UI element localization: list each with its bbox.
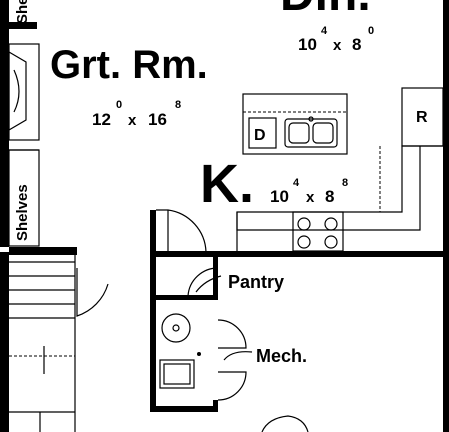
fireplace-flue [13,69,20,113]
sink [284,118,338,148]
closet-wall [150,210,156,251]
stairs [9,255,76,432]
dishwasher [248,117,277,149]
top-wall-stub [9,22,37,29]
dining-dim-height-sup: 0 [368,25,374,37]
burner-icon [297,217,311,231]
kitchen-island [242,93,348,155]
pantry-left-wall [150,251,156,411]
closet-door-swing [156,209,207,253]
stair-door-swing [76,268,109,317]
sink-basin-left [288,122,310,144]
fireplace-hearth [8,50,27,132]
great-room-dim-x: x [128,112,137,129]
pantry-right-wall [213,257,218,297]
water-heater [161,313,191,343]
mech-door-swing-bottom [217,371,247,401]
kitchen-label: K. [200,154,254,214]
water-heater-core [172,324,180,332]
refrigerator-label: R [416,109,428,126]
shelves-left-label: Shelves [14,184,31,241]
kitchen-counter [236,145,443,251]
burner-icon [324,217,338,231]
mech-label: Mech. [256,346,307,366]
mech-door-swing-top [217,319,247,349]
burner-icon [297,235,311,249]
bottom-room-label-fragment [261,415,309,432]
kitchen-partition-wall [150,251,443,257]
kitchen-dim-width: 10 [270,187,289,206]
furnace-inner [163,363,191,385]
pantry-arrow [195,275,222,293]
right-wall [443,0,449,432]
left-wall-lower [0,252,9,432]
kitchen-dim-height: 8 [325,187,334,206]
kitchen-dim-height-sup: 8 [342,177,348,189]
dining-label: Din. [280,0,371,21]
kitchen-dim-x: x [306,189,315,206]
range [292,211,344,252]
faucet-icon [308,116,314,122]
refrigerator [401,87,444,147]
great-room-label: Grt. Rm. [50,43,208,87]
furnace [159,359,195,389]
dishwasher-label: D [254,127,266,144]
sink-basin-right [312,122,334,144]
pantry-door-swing [187,267,219,297]
pantry-label: Pantry [228,272,284,292]
great-room-dim-height: 16 [148,110,167,129]
dining-dim-height: 8 [352,35,361,54]
dining-dim-width-sup: 4 [321,25,328,37]
great-room-dim-height-sup: 8 [175,99,181,111]
great-room-dim-width-sup: 0 [116,99,122,111]
stair-header-wall [9,247,77,255]
great-room-dim-width: 12 [92,110,111,129]
mech-bottom-wall [150,406,218,412]
fireplace [8,43,40,141]
pantry-bottom-wall [156,295,218,300]
burner-icon [324,235,338,249]
left-wall-upper [0,0,9,247]
shelves-top-label: Shelves [14,0,31,24]
dining-dim-width: 10 [298,35,317,54]
dining-dim-x: x [333,37,342,54]
mech-arrow [223,351,253,361]
floor-drain [197,352,201,356]
kitchen-dim-width-sup: 4 [293,177,300,189]
